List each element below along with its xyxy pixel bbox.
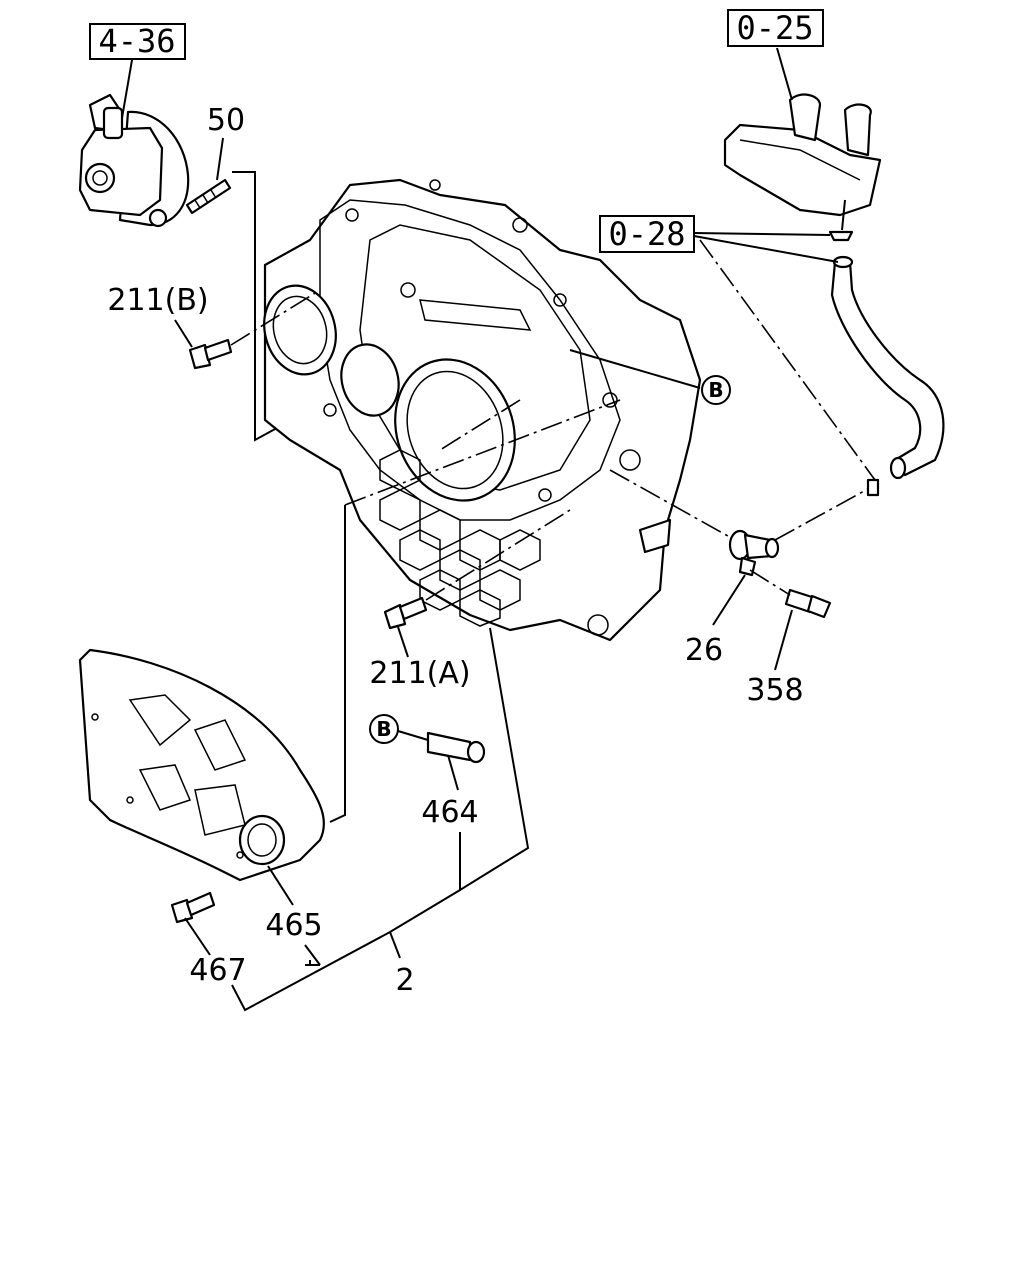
bolt-211b — [174, 289, 321, 370]
leader-lines — [329, 239, 876, 823]
callout-358: 358 — [746, 673, 803, 708]
bolt-358 — [749, 569, 832, 671]
bolt-211a — [383, 509, 571, 658]
bolt-467 — [170, 891, 216, 956]
ref-box-0-28[interactable]: 0-28 — [599, 215, 695, 253]
callout-467: 467 — [189, 953, 246, 988]
ref-label-4-36: 4-36 — [98, 22, 175, 60]
callout-26: 26 — [685, 633, 723, 668]
callout-465: 465 — [265, 908, 322, 943]
callout-50: 50 — [207, 103, 245, 138]
hose-0-28 — [693, 230, 945, 497]
ref-label-0-28: 0-28 — [608, 215, 685, 253]
callout-211a: 211(A) — [369, 656, 470, 691]
vacuum-pump — [78, 59, 190, 228]
marker-b-label-1: B — [708, 378, 723, 402]
flywheel-housing — [263, 178, 702, 642]
callout-464: 464 — [421, 795, 478, 830]
pipe-464: B — [369, 714, 486, 791]
cover-plate-465 — [78, 648, 325, 906]
callout-211b: 211(B) — [107, 283, 208, 318]
marker-b-housing: B — [569, 349, 731, 405]
ref-box-0-25[interactable]: 0-25 — [727, 9, 824, 47]
breather-0-25 — [723, 47, 882, 231]
assembly-bracket — [231, 627, 530, 1012]
ref-label-0-25: 0-25 — [736, 9, 813, 47]
callout-2: 2 — [395, 963, 414, 998]
marker-b-label-2: B — [376, 717, 391, 741]
ref-box-4-36[interactable]: 4-36 — [89, 22, 186, 60]
sensor-26 — [712, 529, 780, 626]
